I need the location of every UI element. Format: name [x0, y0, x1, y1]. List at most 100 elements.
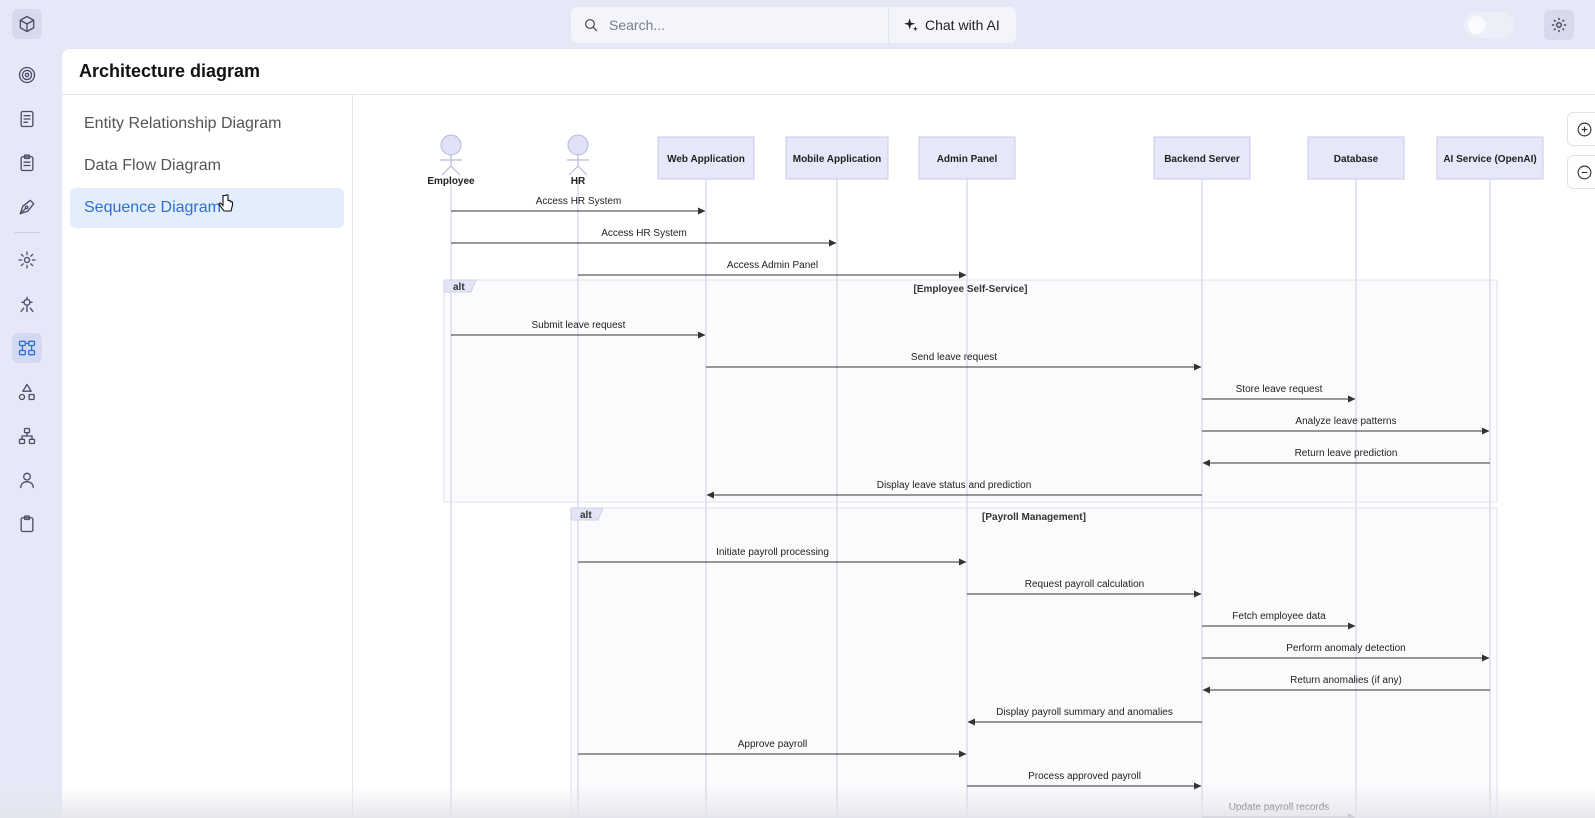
search-placeholder: Search... [609, 17, 666, 33]
cog-network-icon[interactable] [12, 289, 42, 319]
participant-label: Database [1334, 154, 1379, 165]
message-label: Display payroll summary and anomalies [996, 707, 1173, 718]
message-label: Initiate payroll processing [716, 547, 829, 558]
message-analyze-leave-patterns: Analyze leave patterns [1202, 416, 1490, 435]
zoom-out-icon [1577, 165, 1592, 179]
cube-icon[interactable] [12, 9, 42, 39]
nav-item-label: Entity Relationship Diagram [84, 115, 282, 132]
message-access-hr-system: Access HR System [451, 228, 837, 247]
participant-label: Web Application [667, 154, 745, 165]
settings-icon[interactable] [12, 245, 42, 275]
fragment-frame [570, 507, 1498, 818]
target-icon[interactable] [12, 60, 42, 90]
message-label: Approve payroll [738, 739, 807, 750]
participant-box [657, 136, 755, 180]
hand-cursor-icon [218, 194, 234, 212]
message-initiate-payroll-processing: Initiate payroll processing [578, 547, 967, 566]
hierarchy-icon[interactable] [12, 421, 42, 451]
top-search-bar: Search... Chat with AI [571, 7, 1016, 43]
participant-backend-server: Backend Server [1153, 136, 1251, 180]
participant-hr: HR [567, 134, 589, 187]
participant-box [1436, 136, 1544, 180]
participant-web-application: Web Application [657, 136, 755, 180]
actor-head [440, 134, 462, 156]
document-icon[interactable] [12, 104, 42, 134]
participant-box [1307, 136, 1405, 180]
participant-label: Mobile Application [793, 154, 882, 165]
message-return-anomalies-if-any: Return anomalies (if any) [1202, 675, 1490, 694]
message-label: Access HR System [536, 196, 622, 207]
header-divider [62, 94, 1595, 95]
page-title: Architecture diagram [79, 61, 261, 81]
participant-label: HR [571, 176, 586, 187]
participant-mobile-application: Mobile Application [785, 136, 889, 180]
participant-box [1153, 136, 1251, 180]
message-fetch-employee-data: Fetch employee data [1202, 611, 1356, 630]
participant-label: AI Service (OpenAI) [1443, 154, 1536, 165]
message-perform-anomaly-detection: Perform anomaly detection [1202, 643, 1490, 662]
clipboard-list-icon[interactable] [12, 148, 42, 178]
zoom-in-button[interactable] [1567, 112, 1595, 146]
sparkle-icon [904, 18, 918, 32]
fragment-tab [443, 279, 477, 293]
fragment-condition: [Payroll Management] [982, 512, 1086, 523]
participant-label: Admin Panel [937, 154, 998, 165]
chat-with-ai-label: Chat with AI [925, 17, 1000, 33]
fragment-keyword: alt [580, 510, 592, 521]
message-label: Fetch employee data [1232, 611, 1326, 622]
actor-body [440, 155, 462, 176]
user-icon[interactable] [12, 465, 42, 495]
message-access-admin-panel: Access Admin Panel [578, 260, 967, 279]
message-label: Perform anomaly detection [1286, 643, 1406, 654]
message-display-payroll-summary-and-anomalies: Display payroll summary and anomalies [967, 707, 1202, 726]
fragment-condition: [Employee Self-Service] [914, 284, 1028, 295]
chat-with-ai-button[interactable]: Chat with AI [889, 17, 1000, 33]
participant-label: Backend Server [1164, 154, 1240, 165]
gear-icon[interactable] [1544, 10, 1574, 40]
participant-box [785, 136, 889, 180]
left-rail [0, 0, 54, 818]
fragment-tab [570, 507, 604, 521]
message-approve-payroll: Approve payroll [578, 739, 967, 758]
message-label: Process approved payroll [1028, 771, 1141, 782]
message-store-leave-request: Store leave request [1202, 384, 1356, 403]
search-input[interactable]: Search... [571, 7, 889, 43]
message-label: Update payroll records [1229, 802, 1330, 813]
participant-admin-panel: Admin Panel [918, 136, 1016, 180]
message-label: Request payroll calculation [1025, 579, 1145, 590]
message-label: Return anomalies (if any) [1290, 675, 1402, 686]
shapes-icon[interactable] [12, 377, 42, 407]
fragment-keyword: alt [453, 282, 465, 293]
message-label: Analyze leave patterns [1295, 416, 1396, 427]
message-display-leave-status-and-prediction: Display leave status and prediction [706, 480, 1202, 499]
participant-label: Employee [427, 176, 475, 187]
participant-employee: Employee [427, 134, 475, 187]
nav-item-data-flow-diagram[interactable]: Data Flow Diagram [70, 146, 344, 186]
message-submit-leave-request: Submit leave request [451, 320, 706, 339]
message-request-payroll-calculation: Request payroll calculation [967, 579, 1202, 598]
diagram-icon[interactable] [12, 333, 42, 363]
sidebar-divider [352, 95, 353, 818]
message-label: Access Admin Panel [727, 260, 818, 271]
actor-body [567, 155, 589, 176]
pen-tool-icon[interactable] [12, 192, 42, 222]
zoom-out-button[interactable] [1567, 155, 1595, 189]
zoom-in-icon [1577, 122, 1592, 136]
nav-item-entity-relationship-diagram[interactable]: Entity Relationship Diagram [70, 104, 344, 144]
clipboard-icon[interactable] [12, 509, 42, 539]
message-label: Access HR System [601, 228, 687, 239]
actor-head [567, 134, 589, 156]
message-return-leave-prediction: Return leave prediction [1202, 448, 1490, 467]
message-access-hr-system: Access HR System [451, 196, 706, 215]
nav-item-label: Data Flow Diagram [84, 157, 221, 174]
message-label: Send leave request [911, 352, 997, 363]
fragment-frame [443, 279, 1498, 503]
search-icon [585, 19, 598, 32]
theme-toggle[interactable] [1464, 12, 1514, 38]
participant-box [918, 136, 1016, 180]
alt-fragment: alt [Employee Self-Service] [443, 279, 1498, 503]
alt-fragment: alt [Payroll Management] [570, 507, 1498, 818]
message-label: Return leave prediction [1295, 448, 1398, 459]
nav-item-sequence-diagram[interactable]: Sequence Diagram [70, 188, 344, 228]
